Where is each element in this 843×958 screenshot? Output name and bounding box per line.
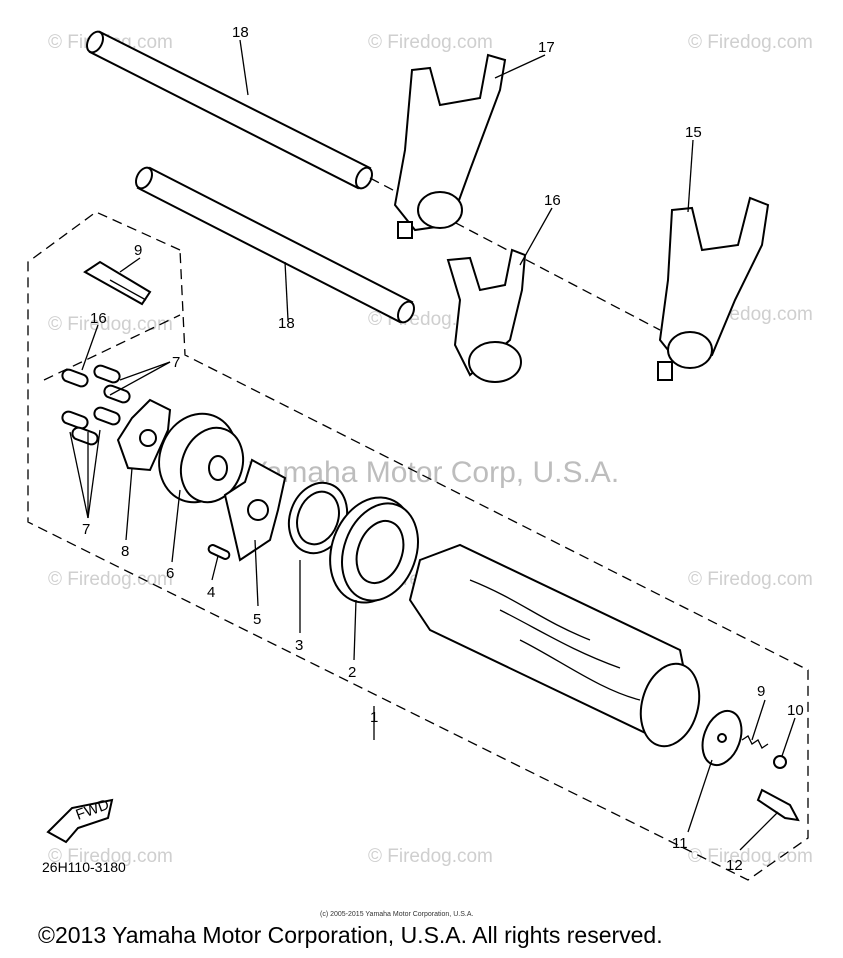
watermark: © Firedog.com — [48, 569, 173, 590]
callout-12: 11 — [672, 835, 688, 852]
callout-7-lower: 7 — [82, 521, 90, 538]
segment-8 — [116, 398, 172, 472]
callout-2: 2 — [348, 664, 356, 681]
screw-9 — [83, 260, 152, 306]
callout-16: 16 — [544, 192, 561, 209]
spring-10 — [741, 735, 769, 749]
callout-15: 15 — [685, 124, 702, 141]
watermark: © Firedog.com — [368, 32, 493, 53]
watermark: © Firedog.com — [688, 846, 813, 867]
callout-17: 17 — [538, 39, 555, 56]
callout-8: 8 — [121, 543, 129, 560]
shift-fork-shaft-upper — [86, 30, 373, 190]
diagram-code: 26H110-3180 — [42, 859, 126, 875]
callout-18-lower: 18 — [278, 315, 295, 332]
leader-lines — [69, 39, 796, 851]
callout-11: 10 — [787, 702, 804, 719]
assembly-outline — [27, 211, 809, 881]
callout-6: 6 — [166, 565, 174, 582]
pins — [61, 364, 131, 446]
washer-12 — [701, 709, 743, 767]
watermark: © Firedog.com — [48, 314, 173, 335]
watermark-center: © Yamaha Motor Corp, U.S.A. — [218, 456, 619, 489]
shift-drum-1 — [408, 543, 701, 748]
watermark: © Firedog.com — [368, 846, 493, 867]
callout-7-upper: 7 — [172, 354, 180, 371]
watermark: © Firedog.com — [688, 569, 813, 590]
shift-fork-17 — [393, 53, 507, 239]
washer-3 — [287, 481, 349, 555]
watermark: © Firedog.com — [688, 32, 813, 53]
stopper-plate-5 — [223, 458, 287, 562]
callout-9: 9 — [134, 242, 142, 259]
callout-13: 12 — [726, 857, 743, 874]
copyright-notice: ©2013 Yamaha Motor Corporation, U.S.A. A… — [38, 922, 663, 948]
fine-print: (c) 2005-2015 Yamaha Motor Corporation, … — [320, 911, 473, 918]
callout-14: 16 — [90, 310, 107, 327]
callout-18-upper: 18 — [232, 24, 249, 41]
fwd-arrow: FWD — [46, 796, 114, 844]
bearing-2 — [329, 496, 419, 604]
shift-fork-shaft-lower — [135, 166, 415, 324]
shift-drum-cam-6 — [158, 412, 245, 504]
callout-10: 9 — [757, 683, 765, 700]
callout-3: 3 — [295, 637, 303, 654]
callout-4: 4 — [207, 584, 215, 601]
callout-5: 5 — [253, 611, 261, 628]
shift-fork-16 — [446, 248, 527, 383]
watermark: © Firedog.com — [48, 846, 173, 867]
ball-11 — [773, 755, 787, 769]
shift-fork-15 — [657, 196, 770, 381]
callout-1: 1 — [370, 709, 378, 726]
screw-13 — [756, 788, 800, 822]
pin-4 — [207, 544, 231, 560]
